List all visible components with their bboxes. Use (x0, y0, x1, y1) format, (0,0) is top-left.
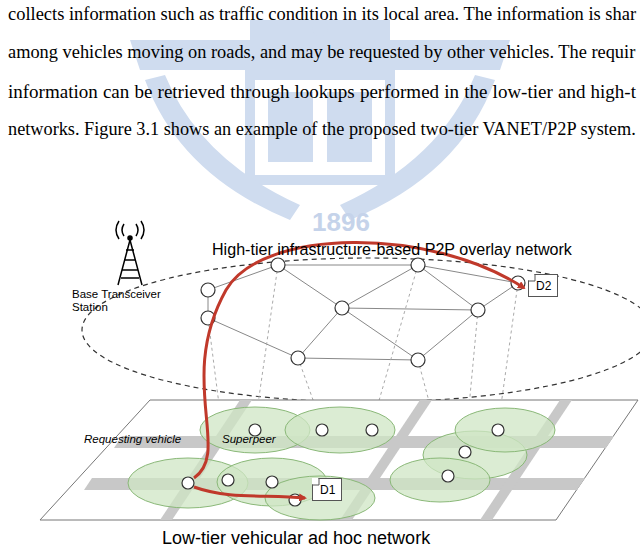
folded-corner (528, 274, 536, 282)
body-text: networks. Figure 3.1 shows an example of… (8, 119, 636, 140)
body-text: among vehicles moving on roads, and may … (8, 42, 635, 63)
overlay-boundary (82, 258, 640, 402)
document-label: D1 (313, 479, 341, 500)
folded-corner (312, 478, 320, 486)
station-label: Base Transceiver Station (72, 288, 192, 314)
antenna-icon (116, 221, 144, 285)
tier-title: High-tier infrastructure-based P2P overl… (212, 240, 572, 259)
document-icon: D2 (528, 274, 558, 297)
radio-ranges (128, 407, 555, 520)
tier-title: Low-tier vehicular ad hoc network (162, 528, 430, 549)
road-plane (40, 400, 638, 520)
document-icon: D1 (312, 478, 342, 501)
watermark-text: 1896 (312, 208, 370, 238)
superpeer-label: Superpeer (222, 433, 276, 446)
lookup-arrows (194, 242, 524, 498)
vehicle-label: Requesting vehicle (84, 433, 181, 446)
body-text: information can be retrieved through loo… (8, 81, 636, 103)
vehicles (182, 424, 504, 506)
peers (201, 258, 525, 367)
document-label: D2 (529, 275, 557, 296)
body-text: collects information such as traffic con… (8, 4, 636, 25)
overlay-links (208, 265, 518, 360)
roads (84, 400, 614, 520)
